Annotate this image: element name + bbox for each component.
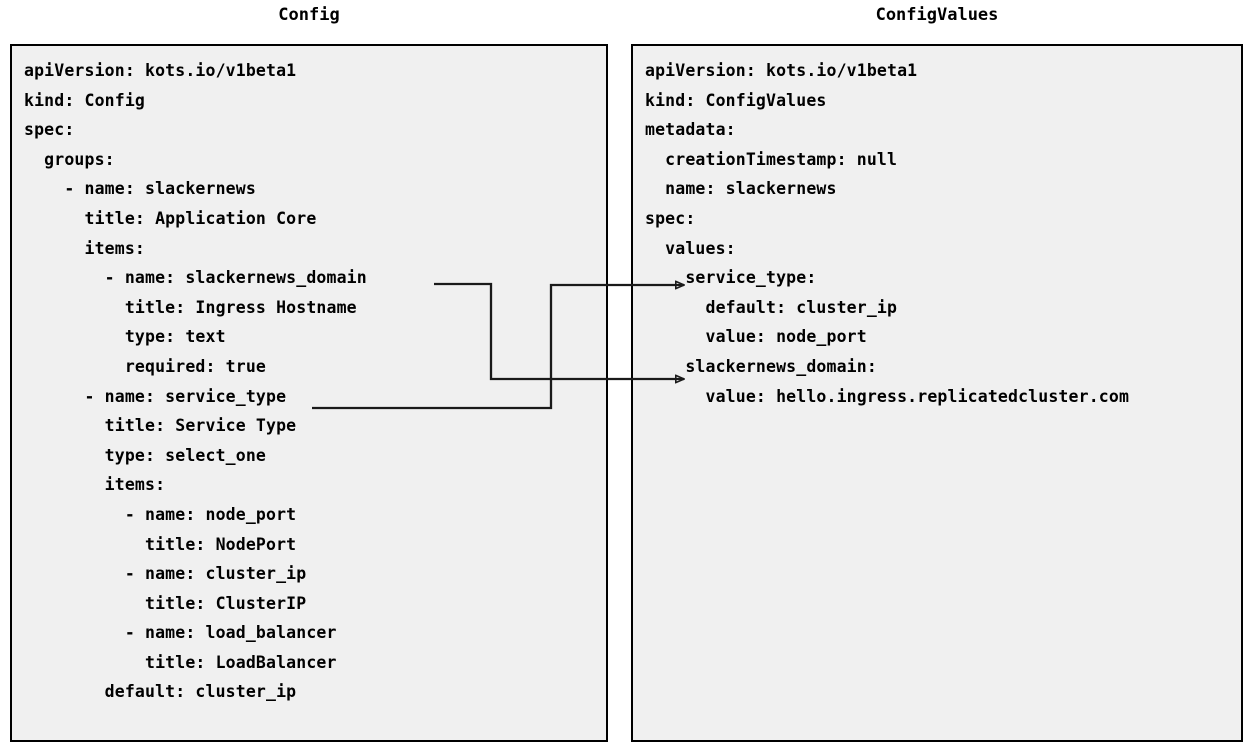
configvalues-yaml-line: spec:: [645, 208, 696, 228]
configvalues-yaml-line: values:: [645, 238, 736, 258]
config-yaml-line: title: Application Core: [24, 208, 317, 228]
configvalues-yaml-line: apiVersion: kots.io/v1beta1: [645, 61, 918, 80]
config-yaml-line: apiVersion: kots.io/v1beta1: [24, 61, 297, 80]
configvalues-yaml-line: creationTimestamp: null: [645, 149, 898, 169]
config-yaml-line: - name: node_port: [24, 504, 297, 524]
config-yaml-line: items:: [24, 475, 166, 495]
configvalues-yaml-body: apiVersion: kots.io/v1beta1 kind: ConfigV…: [633, 46, 1241, 740]
config-yaml-panel: apiVersion: kots.io/v1beta1 kind: Config s…: [10, 44, 608, 742]
config-yaml-line: title: Service Type: [24, 416, 297, 436]
config-yaml-line: kind: Config: [24, 90, 146, 110]
config-yaml-line: spec:: [24, 120, 75, 140]
config-yaml-line: - name: slackernews_domain: [24, 268, 367, 288]
config-yaml-line: type: text: [24, 327, 226, 347]
configvalues-yaml-line: kind: ConfigValues: [645, 90, 827, 110]
page-title-config: Config: [278, 5, 340, 25]
configvalues-yaml-line: name: slackernews: [645, 179, 837, 199]
config-yaml-line: groups:: [24, 149, 115, 169]
config-yaml-line: title: Ingress Hostname: [24, 297, 357, 317]
config-yaml-line: - name: cluster_ip: [24, 564, 307, 584]
config-yaml-line: default: cluster_ip: [24, 682, 297, 702]
config-yaml-line: - name: load_balancer: [24, 623, 337, 643]
configvalues-yaml-line: value: hello.ingress.replicatedcluster.c…: [645, 386, 1130, 406]
config-yaml-line: items:: [24, 238, 146, 258]
config-yaml-line: - name: slackernews: [24, 179, 256, 199]
config-yaml-line: - name: service_type: [24, 386, 287, 406]
configvalues-yaml-line: slackernews_domain:: [645, 356, 877, 376]
config-yaml-body: apiVersion: kots.io/v1beta1 kind: Config s…: [12, 46, 606, 740]
config-yaml-line: title: ClusterIP: [24, 593, 307, 613]
config-yaml-line: required: true: [24, 356, 267, 376]
config-yaml-line: title: NodePort: [24, 534, 297, 554]
page-title-configvalues: ConfigValues: [875, 5, 999, 25]
config-yaml-line: title: LoadBalancer: [24, 652, 337, 672]
configvalues-yaml-line: service_type:: [645, 268, 817, 288]
config-yaml-line: type: select_one: [24, 445, 267, 465]
configvalues-yaml-line: value: node_port: [645, 327, 867, 347]
configvalues-yaml-panel: apiVersion: kots.io/v1beta1 kind: ConfigV…: [631, 44, 1243, 742]
configvalues-yaml-line: default: cluster_ip: [645, 297, 898, 317]
configvalues-yaml-line: metadata:: [645, 120, 736, 140]
